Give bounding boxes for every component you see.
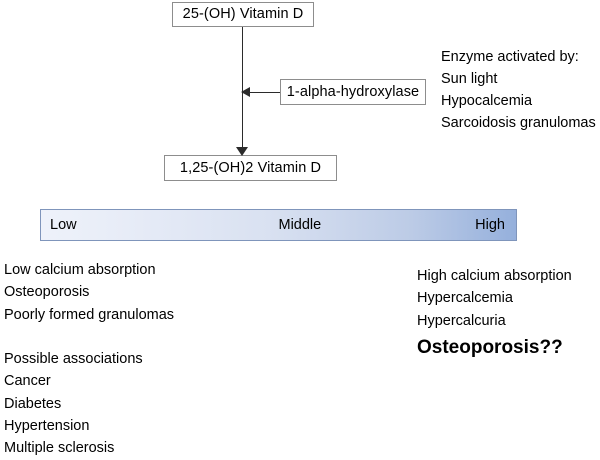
high-outcome-item: High calcium absorption (417, 268, 572, 284)
node-25-oh-vitamin-d: 25-(OH) Vitamin D (172, 2, 314, 27)
low-outcome-item: Poorly formed granulomas (4, 306, 175, 323)
association-item: Hypertension (4, 418, 90, 435)
high-level-outcomes-list: High calcium absorption Hypercalcemia Hy… (417, 265, 572, 362)
node-1-25-oh2-vitamin-d: 1,25-(OH)2 Vitamin D (164, 155, 337, 181)
association-item: Multiple sclerosis (4, 440, 115, 457)
vitamin-d-level-scale-bar: Low Middle High (40, 209, 517, 241)
arrow-enzyme-to-conversion-head-icon (241, 87, 250, 97)
enzyme-note-item: Sarcoidosis granulomas (441, 115, 596, 131)
scale-label-middle: Middle (278, 217, 322, 233)
high-outcome-item: Hypercalcuria (417, 312, 506, 329)
low-level-outcomes-list: Low calcium absorption Osteoporosis Poor… (4, 259, 174, 460)
arrow-enzyme-to-conversion-line (249, 92, 280, 93)
low-outcome-item: Osteoporosis (4, 284, 90, 301)
possible-associations-heading: Possible associations (4, 351, 143, 368)
list-spacer (4, 326, 174, 348)
node-1-alpha-hydroxylase: 1-alpha-hydroxylase (280, 79, 426, 105)
association-item: Cancer (4, 373, 51, 390)
enzyme-note-heading: Enzyme activated by: (441, 49, 579, 65)
scale-label-low: Low (50, 217, 77, 233)
enzyme-activation-note: Enzyme activated by: Sun light Hypocalce… (441, 46, 596, 134)
high-outcome-item: Hypercalcemia (417, 290, 513, 307)
low-outcome-item: Low calcium absorption (4, 262, 156, 278)
association-item: Diabetes (4, 395, 62, 412)
enzyme-note-item: Hypocalcemia (441, 93, 533, 109)
enzyme-note-item: Sun light (441, 71, 498, 87)
arrow-precursor-to-product-head-icon (236, 147, 248, 156)
high-outcome-emphasis: Osteoporosis?? (417, 336, 563, 358)
scale-label-high: High (475, 217, 505, 233)
diagram-canvas: 25-(OH) Vitamin D 1-alpha-hydroxylase 1,… (4, 2, 596, 456)
